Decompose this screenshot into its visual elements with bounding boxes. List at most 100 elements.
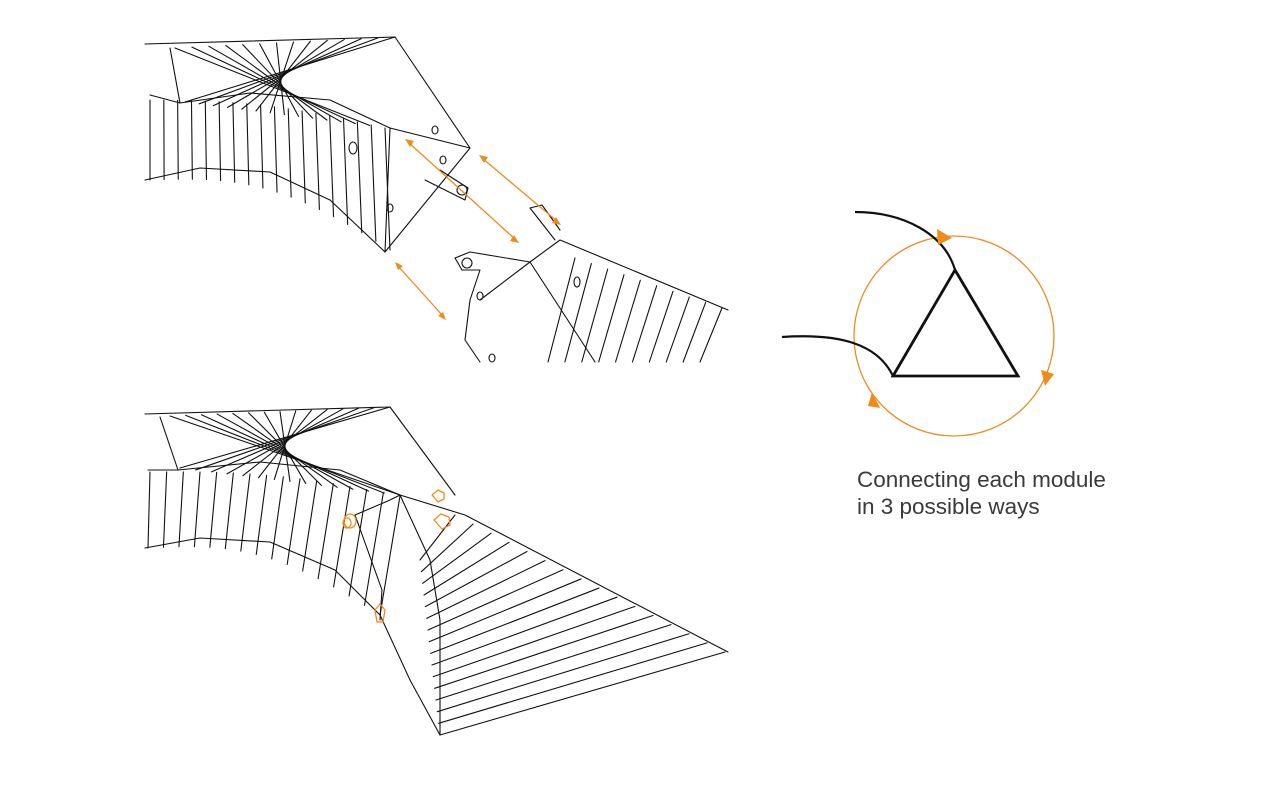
hatch-line <box>269 41 295 114</box>
caption-line-1: Connecting each module <box>857 467 1106 492</box>
hatch-line <box>384 127 391 251</box>
hatch-line <box>218 101 222 182</box>
incoming-strip-1 <box>854 210 957 271</box>
hatch-line <box>147 471 151 549</box>
connector-pins <box>342 489 451 623</box>
caption-line-2: in 3 possible ways <box>857 494 1040 519</box>
hatch-line <box>432 605 636 678</box>
hatch-line <box>422 532 492 584</box>
hatch-line <box>424 550 528 608</box>
hatch-line <box>208 45 342 123</box>
hatch-line <box>438 642 708 724</box>
hatch-line <box>279 410 291 483</box>
hatch-line <box>315 112 320 211</box>
hatch-line <box>226 408 344 475</box>
hatch-line <box>665 296 690 363</box>
hatch-line <box>420 523 474 573</box>
assembled-fan-lines <box>169 406 401 496</box>
diagram-caption: Connecting each module in 3 possible way… <box>857 466 1197 520</box>
hatch-line <box>232 412 338 488</box>
hatch-line <box>200 414 370 492</box>
hatch-line <box>430 587 600 654</box>
hatch-line <box>439 651 726 736</box>
hatch-line <box>426 560 546 619</box>
exploded-assembly-view <box>144 36 729 363</box>
hatch-line <box>434 614 654 689</box>
hatch-line <box>428 578 582 643</box>
hatch-line <box>263 411 307 484</box>
hatch-line <box>178 471 184 548</box>
hatch-line <box>209 471 218 548</box>
hatch-line <box>302 480 318 572</box>
hatch-line <box>423 541 510 596</box>
hatch-line <box>185 414 385 494</box>
hatch-line <box>370 124 377 242</box>
hatch-line <box>363 492 384 606</box>
hatch-line <box>427 569 564 631</box>
hatch-line <box>598 274 625 363</box>
arrowhead-top <box>937 229 952 245</box>
incoming-strip-2 <box>781 335 894 377</box>
hatch-line <box>275 42 285 116</box>
hatch-line <box>162 471 168 548</box>
hatch-line <box>301 110 306 204</box>
hatch-line <box>436 633 690 713</box>
hatch-line <box>232 102 236 183</box>
hatch-line <box>615 279 641 363</box>
hatch-line <box>348 488 368 597</box>
hatch-line <box>631 285 658 363</box>
right-module-strip-lines <box>547 257 723 363</box>
hatch-line <box>242 44 314 119</box>
hatch-line <box>699 307 723 363</box>
hatch-line <box>682 301 707 363</box>
triangle-module <box>890 267 1021 378</box>
hatch-line <box>177 99 179 180</box>
right-module-top <box>454 204 729 363</box>
hatch-line <box>342 118 349 226</box>
hatch-line <box>204 100 208 181</box>
hatch-line <box>271 476 284 560</box>
hatch-line <box>195 407 375 471</box>
hatch-line <box>287 108 292 198</box>
hatch-line <box>379 495 401 616</box>
assembled-view <box>144 406 729 736</box>
hatch-line <box>564 263 592 363</box>
hatch-line <box>248 412 322 486</box>
hatch-line <box>210 407 360 473</box>
hatch-line <box>317 483 334 580</box>
hatch-line <box>174 47 371 126</box>
arrowhead-right <box>1041 370 1054 386</box>
hatch-line <box>255 474 268 555</box>
hatch-line <box>547 257 576 363</box>
hatch-line <box>224 472 234 550</box>
hatch-line <box>216 413 354 490</box>
left-module-top <box>144 36 471 253</box>
hatch-line <box>431 596 618 666</box>
hatch-line <box>329 115 335 218</box>
hatch-line <box>246 103 250 186</box>
hatch-line <box>273 106 278 193</box>
hatch-line <box>190 100 193 180</box>
assembled-strip-lines <box>147 471 726 736</box>
hatch-line <box>648 290 674 363</box>
hatch-line <box>435 624 672 701</box>
hatch-line <box>193 471 201 548</box>
hatch-line <box>179 406 391 469</box>
left-module-fan-lines <box>174 36 396 126</box>
connection-schematic <box>781 210 1055 437</box>
hatch-line <box>581 268 609 363</box>
hatch-line <box>255 40 311 112</box>
hatch-line <box>259 43 300 117</box>
hatch-line <box>225 44 328 121</box>
hatch-line <box>333 485 351 588</box>
left-module-strip-lines <box>149 99 391 251</box>
hatch-line <box>356 121 363 234</box>
hatch-line <box>286 478 301 565</box>
assembly-arrows <box>395 139 561 320</box>
hatch-line <box>191 46 356 125</box>
hatch-line <box>169 415 401 496</box>
hatch-line <box>240 473 251 552</box>
hatch-line <box>260 104 264 189</box>
arrowhead-left <box>868 392 880 408</box>
